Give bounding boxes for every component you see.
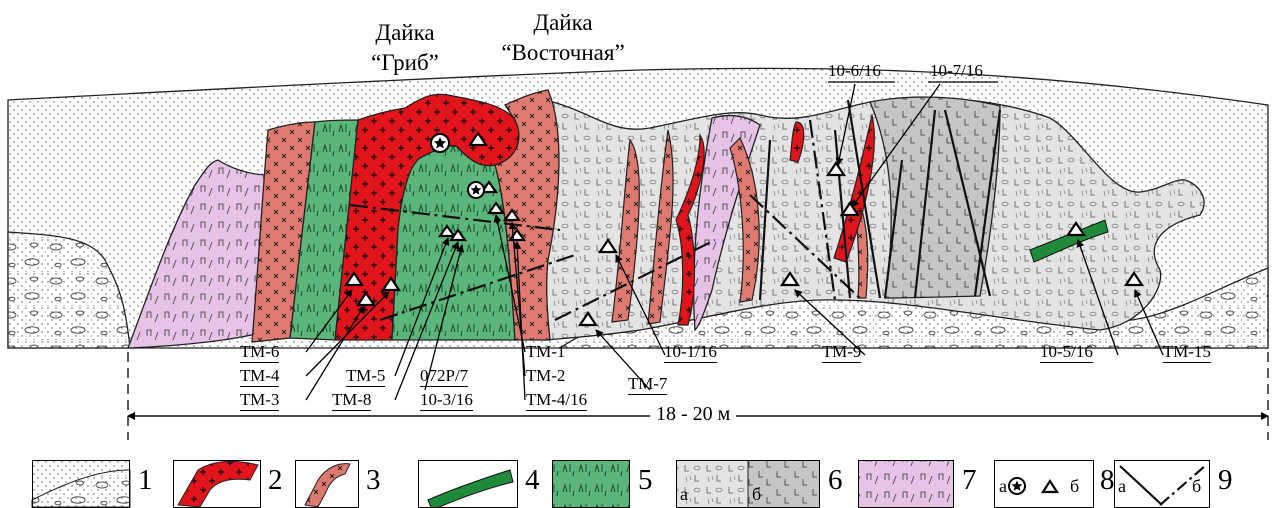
label-072p-7: 072Р/7 — [420, 366, 469, 387]
scale-bar — [127, 352, 1269, 440]
legend-num-5: 5 — [638, 464, 653, 496]
legend-6-sub-b: б — [752, 484, 762, 504]
red-vein-2 — [789, 121, 805, 163]
pink-vein-3 — [729, 136, 760, 303]
pink-vein-2 — [647, 129, 674, 325]
legend-num-6: 6 — [828, 464, 843, 496]
legend-num-3: 3 — [366, 464, 381, 496]
label-tm-9: ТМ-9 — [822, 342, 862, 363]
legend-9-sub-b: б — [1192, 476, 1202, 496]
legend-swatch-4 — [418, 460, 518, 508]
legend-num-4: 4 — [525, 464, 540, 496]
legend-swatch-1 — [32, 460, 130, 508]
red-vein-1 — [675, 133, 705, 326]
label-10-5-16: 10-5/16 — [1040, 342, 1093, 363]
legend-swatch-2 — [173, 460, 261, 508]
label-tm-1: ТМ-1 — [526, 342, 566, 361]
label-tm-7: ТМ-7 — [628, 374, 668, 395]
label-10-7-16: 10-7/16 — [930, 61, 983, 80]
pink-dike-vostochnaya — [494, 89, 560, 341]
legend-9-sub-a: а — [1118, 476, 1126, 496]
label-tm-6: ТМ-6 — [240, 342, 280, 363]
legend-6-sub-a: а — [680, 484, 688, 504]
legend-swatch-7 — [858, 460, 954, 508]
title-dike-grib: Дайка “Гриб” — [360, 18, 450, 78]
label-10-1-16: 10-1/16 — [664, 342, 717, 363]
label-tm-15: ТМ-15 — [1163, 342, 1211, 363]
legend-num-8: 8 — [1100, 464, 1115, 496]
sample-triangles — [343, 131, 1145, 327]
pebbly-deposits-left — [7, 231, 131, 349]
label-tm-4-16: ТМ-4/16 — [526, 390, 588, 411]
label-tm-4: ТМ-4 — [240, 366, 280, 387]
pink-dike-left — [251, 121, 316, 343]
label-tm-2: ТМ-2 — [526, 366, 566, 385]
fault-lines-dashed — [349, 119, 863, 322]
title-dike-grib-line2: “Гриб” — [371, 50, 439, 75]
title-dike-vostochnaya-line1: Дайка — [533, 10, 593, 35]
title-dike-vostochnaya-line2: “Восточная” — [501, 40, 625, 65]
legend-swatch-3 — [295, 460, 359, 508]
legend-num-7: 7 — [962, 464, 977, 496]
pink-vein-1 — [611, 138, 640, 323]
legend-swatch-drawings — [31, 460, 1206, 508]
green-vein — [1029, 219, 1109, 263]
legend-8-sub-a: а — [999, 476, 1007, 496]
gabbro-body-6b — [869, 96, 1001, 299]
label-10-3-16: 10-3/16 — [420, 390, 473, 411]
label-10-6-16: 10-6/16 — [828, 61, 881, 80]
leader-arrows — [305, 83, 1164, 401]
title-dike-vostochnaya: Дайка “Восточная” — [488, 8, 638, 68]
legend-num-9: 9 — [1218, 464, 1233, 496]
title-dike-grib-line1: Дайка — [375, 20, 435, 45]
label-tm-5: ТМ-5 — [346, 366, 386, 387]
legend-num-2: 2 — [268, 464, 283, 496]
sample-stars — [430, 133, 485, 199]
legend-8-sub-b: б — [1070, 476, 1080, 496]
label-tm-8: ТМ-8 — [332, 390, 372, 411]
legend-swatch-5 — [552, 460, 630, 508]
legend-swatch-6 — [676, 460, 820, 508]
legend-num-1: 1 — [138, 464, 153, 496]
pink-vein-4 — [855, 209, 869, 299]
label-tm-3: ТМ-3 — [240, 390, 280, 411]
scale-label: 18 - 20 м — [650, 403, 737, 426]
